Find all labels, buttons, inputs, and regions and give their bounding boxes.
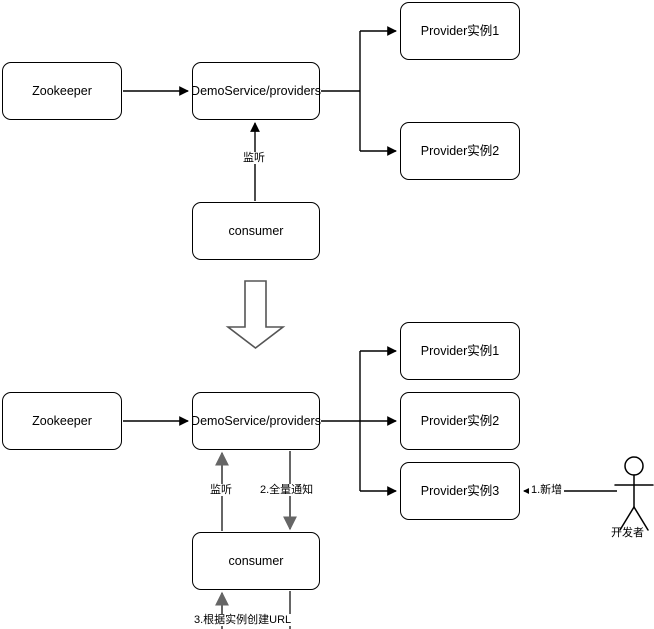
node-provider-instance-1-top[interactable]: Provider实例1 [400, 2, 520, 60]
actor-label-developer: 开发者 [611, 527, 644, 539]
node-provider-instance-3-bottom[interactable]: Provider实例3 [400, 462, 520, 520]
edge-label-add-instance: 1.新增 [529, 484, 565, 497]
node-provider-instance-2-bottom[interactable]: Provider实例2 [400, 392, 520, 450]
node-label: Provider实例1 [420, 23, 500, 38]
edge-label-watch-bottom: 监听 [208, 484, 234, 497]
node-label: Provider实例2 [420, 143, 500, 158]
node-label: DemoService/providers [191, 413, 321, 428]
node-provider-instance-1-bottom[interactable]: Provider实例1 [400, 322, 520, 380]
node-zookeeper-top[interactable]: Zookeeper [2, 62, 122, 120]
node-label: Provider实例2 [420, 413, 500, 428]
node-label: Zookeeper [32, 83, 92, 98]
node-label: DemoService/providers [191, 83, 321, 98]
node-registry-path-top[interactable]: DemoService/providers [191, 62, 321, 120]
node-zookeeper-bottom[interactable]: Zookeeper [2, 392, 122, 450]
node-consumer-top[interactable]: consumer [192, 202, 320, 260]
edge-label-full-notify: 2.全量通知 [258, 484, 316, 497]
node-label: Zookeeper [32, 413, 92, 428]
developer-stick-figure-icon [614, 456, 654, 531]
node-label: consumer [228, 553, 284, 568]
node-label: Provider实例1 [420, 343, 500, 358]
node-label: Provider实例3 [420, 483, 500, 498]
node-consumer-bottom[interactable]: consumer [192, 532, 320, 590]
node-provider-instance-2-top[interactable]: Provider实例2 [400, 122, 520, 180]
node-registry-path-bottom[interactable]: DemoService/providers [191, 392, 321, 450]
node-label: consumer [228, 223, 284, 238]
edge-label-create-url: 3.根据实例创建URL [192, 614, 294, 627]
section-transition-arrow [225, 280, 286, 350]
edge-label-watch-top: 监听 [241, 152, 267, 165]
